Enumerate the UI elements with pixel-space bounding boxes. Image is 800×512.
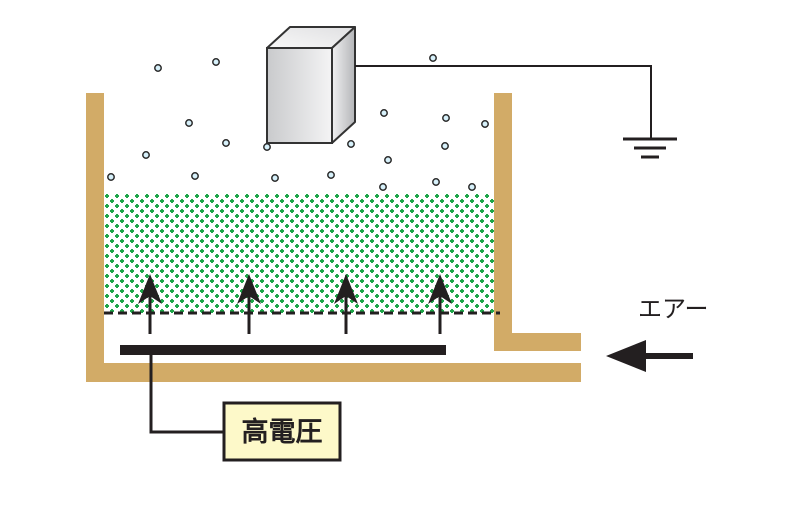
tank-bottom-wall: [86, 363, 581, 382]
ion-particle: [263, 143, 271, 151]
ion-particle: [212, 58, 220, 66]
ion-particle: [379, 183, 387, 191]
ion-particle: [468, 183, 476, 191]
air-label: エアー: [638, 295, 709, 323]
ion-particle: [142, 151, 150, 159]
ion-particle: [222, 139, 230, 147]
electrode-plate: [120, 345, 446, 355]
ion-particle: [327, 171, 335, 179]
ion-particle: [442, 114, 450, 122]
tank-left-wall: [86, 93, 104, 382]
high-voltage-label: 高電圧: [242, 416, 323, 448]
ion-particle: [380, 109, 388, 117]
powder-bed: [104, 193, 494, 313]
ion-particles: [107, 54, 489, 191]
ion-particle: [107, 173, 115, 181]
tank-right-wall: [494, 93, 512, 351]
ion-particle: [441, 142, 449, 150]
ion-particle: [154, 64, 162, 72]
air-inlet-upper-wall: [494, 333, 581, 351]
up-arrow-icon: [138, 274, 162, 334]
ion-particle: [191, 172, 199, 180]
ground-wire: [355, 65, 652, 139]
up-arrow-icon: [428, 274, 452, 334]
tank: [86, 93, 581, 382]
ion-particle: [429, 54, 437, 62]
charge-flow-arrows: [138, 274, 452, 334]
up-arrow-icon: [334, 274, 358, 334]
high-voltage-box-frame: [222, 401, 342, 462]
high-voltage-box: 高電圧: [222, 401, 342, 462]
ion-particle: [271, 174, 279, 182]
ground-icon: [623, 137, 677, 159]
high-voltage-wire: [149, 355, 224, 434]
air-flow-arrow-icon: [606, 340, 693, 372]
ion-particle: [347, 140, 355, 148]
ion-particle: [185, 119, 193, 127]
ion-particle: [481, 120, 489, 128]
up-arrow-icon: [237, 274, 261, 334]
ion-particle: [432, 178, 440, 186]
ion-particle: [384, 156, 392, 164]
electrode-cube-icon: [266, 26, 356, 144]
